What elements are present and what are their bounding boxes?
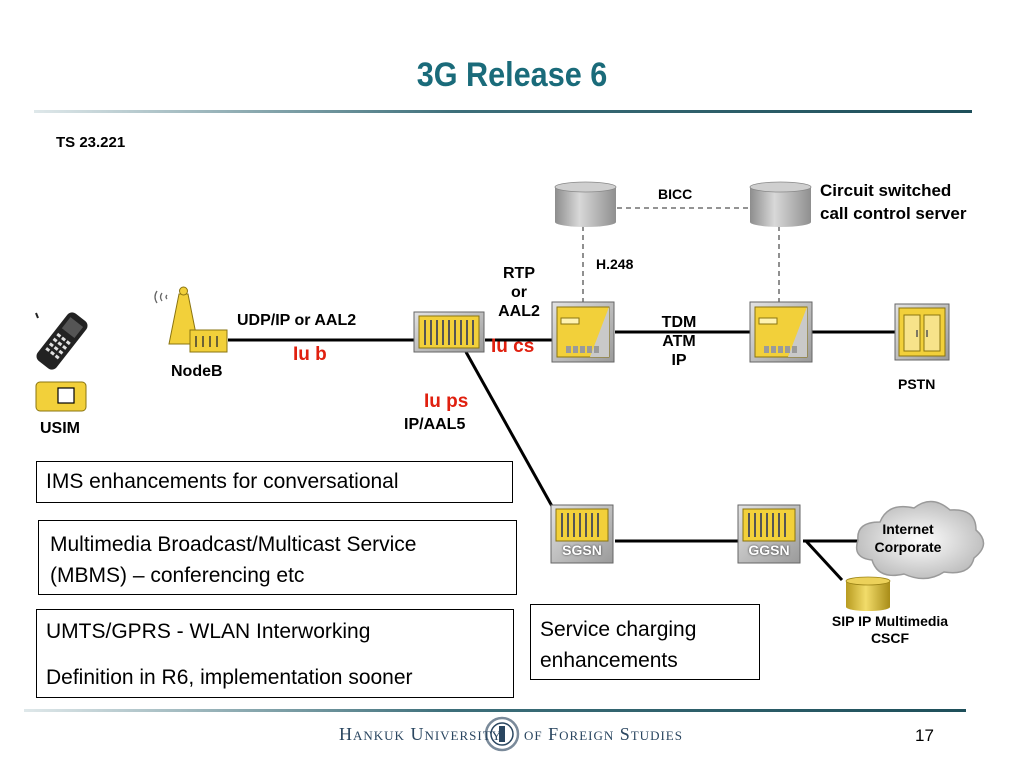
pstn-label: PSTN bbox=[898, 376, 936, 392]
mobile-phone-icon bbox=[36, 312, 88, 370]
university-emblem-icon bbox=[484, 716, 520, 752]
page-title: 3G Release 6 bbox=[416, 56, 608, 94]
ims-enhancements-box: IMS enhancements for conversational bbox=[36, 461, 513, 503]
nodeb-label: NodeB bbox=[171, 363, 223, 380]
service-charging-text-line1: Service charging bbox=[540, 618, 697, 641]
ggsn-node-icon bbox=[737, 504, 801, 564]
page-number: 17 bbox=[915, 726, 934, 745]
umts-wlan-box: UMTS/GPRS - WLAN Interworking Definition… bbox=[36, 609, 514, 698]
call-control-server-label-line1: Circuit switched bbox=[820, 181, 952, 200]
rtp-label: RTP or AAL2 bbox=[494, 264, 544, 321]
call-control-server-cylinder bbox=[749, 181, 812, 227]
footer-university-right: of Foreign Studies bbox=[524, 724, 683, 744]
ggsn-label: GGSN bbox=[748, 542, 790, 558]
rnc-rack-icon bbox=[413, 311, 485, 353]
bicc-server-cylinder bbox=[554, 181, 617, 227]
iu-ps-label: Iu ps bbox=[424, 391, 469, 412]
service-charging-box: Service charging enhancements bbox=[530, 604, 760, 680]
rtp-label-line2: or bbox=[511, 284, 527, 301]
internet-cloud-icon bbox=[855, 500, 985, 580]
media-gateway-2-icon bbox=[749, 301, 813, 363]
title-divider bbox=[34, 110, 972, 113]
iu-b-label: Iu b bbox=[293, 344, 327, 365]
corporate-label: Corporate bbox=[874, 539, 942, 555]
solid-links bbox=[228, 330, 896, 582]
tdm-atm-ip-label: TDM ATM IP bbox=[651, 313, 707, 370]
rtp-label-line3: AAL2 bbox=[498, 303, 540, 320]
spec-reference: TS 23.221 bbox=[56, 134, 126, 151]
cscf-label: CSCF bbox=[870, 630, 910, 646]
udp-ip-label: UDP/IP or AAL2 bbox=[237, 312, 357, 329]
call-control-server-label-line2: call control server bbox=[820, 204, 967, 223]
mbms-text-line1: Multimedia Broadcast/Multicast Service bbox=[50, 533, 417, 556]
mbms-text-line2: (MBMS) – conferencing etc bbox=[50, 564, 305, 587]
bicc-label: BICC bbox=[658, 186, 693, 202]
dashed-links bbox=[582, 207, 780, 303]
sip-multimedia-label: SIP IP Multimedia bbox=[831, 613, 949, 629]
pstn-switch-icon bbox=[894, 303, 950, 361]
footer-university-left: Hankuk University bbox=[339, 724, 503, 744]
ip-label: IP bbox=[671, 352, 687, 369]
sip-cscf-label: SIP IP Multimedia CSCF bbox=[806, 613, 974, 647]
footer-divider bbox=[24, 709, 966, 712]
sgsn-node-icon bbox=[550, 504, 614, 564]
nodeb-antenna-icon bbox=[154, 286, 228, 353]
umts-wlan-text-line2: Definition in R6, implementation sooner bbox=[46, 666, 413, 689]
umts-wlan-text-line1: UMTS/GPRS - WLAN Interworking bbox=[46, 620, 371, 643]
cscf-server-cylinder bbox=[845, 576, 891, 611]
media-gateway-1-icon bbox=[551, 301, 615, 363]
h248-label: H.248 bbox=[596, 256, 634, 272]
sgsn-label: SGSN bbox=[562, 542, 602, 558]
ims-enhancements-text: IMS enhancements for conversational bbox=[46, 470, 399, 493]
ip-aal5-label: IP/AAL5 bbox=[404, 416, 466, 433]
call-control-server-label: Circuit switched call control server bbox=[820, 179, 966, 225]
usim-card-icon bbox=[35, 381, 87, 412]
atm-label: ATM bbox=[662, 333, 696, 350]
service-charging-text-line2: enhancements bbox=[540, 649, 678, 672]
mbms-box: Multimedia Broadcast/Multicast Service (… bbox=[38, 520, 517, 595]
internet-corporate-label: Internet Corporate bbox=[870, 520, 946, 556]
internet-label: Internet bbox=[882, 521, 934, 537]
rtp-label-line1: RTP bbox=[503, 265, 535, 282]
iu-cs-label: Iu cs bbox=[491, 336, 535, 357]
tdm-label: TDM bbox=[661, 314, 697, 331]
usim-label: USIM bbox=[40, 420, 80, 437]
